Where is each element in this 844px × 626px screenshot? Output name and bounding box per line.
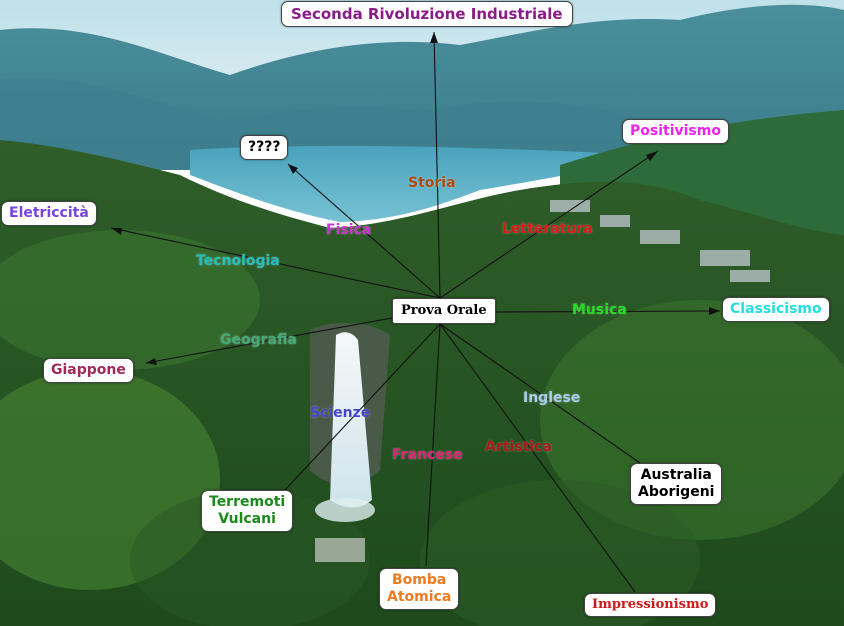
- subject-label-musica: Musica: [572, 302, 627, 318]
- node-classicismo: Classicismo: [722, 297, 830, 322]
- center-node-prova-orale: Prova Orale: [392, 298, 496, 324]
- node-unknown: ????: [240, 135, 289, 160]
- node-elettricita: Eletriccità: [1, 201, 97, 226]
- subject-label-scienze: Scienze: [310, 405, 371, 421]
- subject-label-storia: Storia: [408, 175, 456, 191]
- subject-label-inglese: Inglese: [523, 390, 581, 406]
- node-impressionismo: Impressionismo: [584, 593, 717, 617]
- subject-label-tecnologia: Tecnologia: [196, 253, 280, 269]
- node-seconda-rivoluzione: Seconda Rivoluzione Industriale: [281, 1, 573, 27]
- subject-label-geografia: Geografia: [220, 332, 297, 348]
- subject-label-fisica: Fisica: [326, 222, 372, 238]
- node-giappone: Giappone: [43, 358, 134, 383]
- subject-label-artistica: Artistica: [485, 439, 552, 455]
- node-positivismo: Positivismo: [622, 119, 729, 144]
- node-bomba-atomica: Bomba Atomica: [379, 568, 460, 610]
- node-australia-aborigeni: Australia Aborigeni: [630, 463, 723, 505]
- subject-label-francese: Francese: [392, 447, 463, 463]
- node-terremoti-vulcani: Terremoti Vulcani: [201, 490, 294, 532]
- subject-label-letteratura: Letteratura: [502, 221, 593, 237]
